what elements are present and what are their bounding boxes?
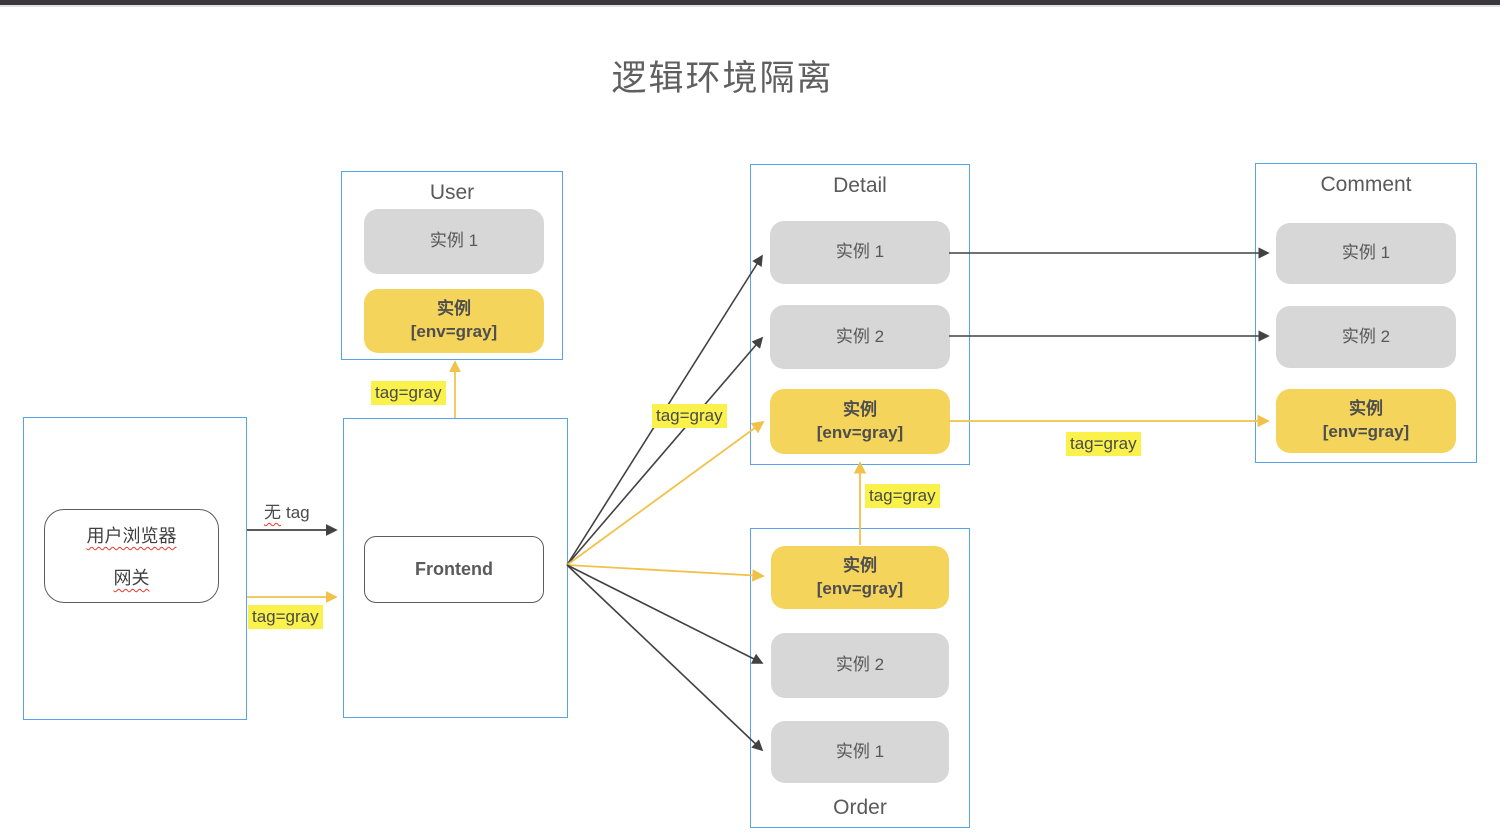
diagram-title: 逻辑环境隔离	[611, 59, 834, 98]
gateway-label-gateway: 网关	[113, 568, 150, 588]
frontend-node: Frontend	[364, 536, 544, 603]
instance-label: 实例 1	[835, 741, 885, 761]
service-group-order: 实例 [env=gray] 实例 2 实例 1 Order	[750, 528, 970, 828]
instance-label: 实例 1	[1341, 243, 1391, 263]
edge-label-tag-gray-detail: tag=gray	[652, 404, 727, 428]
instance-sublabel: [env=gray]	[816, 578, 904, 598]
instance-comment-1: 实例 1	[1276, 223, 1456, 284]
instance-label: 实例 2	[835, 655, 885, 675]
edge-frontend-detail-inst2	[566, 336, 764, 566]
gateway-group: 用户浏览器 网关	[23, 417, 247, 720]
edge-label-tag-gray-gateway: tag=gray	[248, 605, 323, 629]
instance-user-env-gray: 实例 [env=gray]	[364, 289, 544, 353]
instance-order-2: 实例 2	[771, 633, 949, 698]
instance-label: 实例 1	[429, 231, 479, 251]
instance-label: 实例	[437, 299, 471, 319]
instance-sublabel: [env=gray]	[816, 422, 904, 442]
service-group-comment: Comment 实例 1 实例 2 实例 [env=gray]	[1255, 163, 1477, 463]
edge-label-no-tag-en: tag	[286, 503, 310, 522]
edge-label-no-tag-zh: 无	[264, 503, 281, 522]
instance-detail-2: 实例 2	[770, 305, 950, 369]
window-top-edge	[0, 0, 1500, 7]
edge-frontend-order-gray	[566, 564, 765, 582]
instance-detail-1: 实例 1	[770, 221, 950, 284]
gateway-label-browser: 用户浏览器	[86, 526, 177, 546]
service-title-comment: Comment	[1320, 173, 1412, 196]
instance-order-1: 实例 1	[771, 721, 949, 783]
frontend-group: Frontend	[343, 418, 568, 718]
frontend-label: Frontend	[415, 559, 493, 579]
instance-label: 实例	[843, 399, 877, 419]
edge-label-tag-gray-order-detail: tag=gray	[865, 484, 940, 508]
instance-user-1: 实例 1	[364, 209, 544, 274]
instance-comment-env-gray: 实例 [env=gray]	[1276, 389, 1456, 453]
instance-label: 实例	[843, 555, 877, 575]
service-title-user: User	[429, 181, 475, 204]
edge-frontend-order-inst1	[566, 564, 764, 752]
edge-label-no-tag: 无 tag	[264, 498, 310, 523]
edge-frontend-order-inst2	[566, 564, 764, 664]
instance-label: 实例	[1349, 399, 1383, 419]
instance-sublabel: [env=gray]	[1322, 422, 1410, 441]
service-title-detail: Detail	[833, 174, 887, 197]
service-title-order: Order	[833, 796, 887, 819]
instance-comment-2: 实例 2	[1276, 306, 1456, 368]
service-group-user: User 实例 1 实例 [env=gray]	[341, 171, 563, 360]
service-group-detail: Detail 实例 1 实例 2 实例 [env=gray]	[750, 164, 970, 465]
edge-label-tag-gray-user: tag=gray	[371, 381, 446, 405]
instance-label: 实例 2	[1341, 326, 1391, 346]
instance-order-env-gray: 实例 [env=gray]	[771, 546, 949, 609]
gateway-node: 用户浏览器 网关	[44, 509, 219, 603]
instance-label: 实例 2	[835, 326, 885, 346]
edge-frontend-detail-gray	[566, 420, 765, 566]
instance-sublabel: [env=gray]	[410, 322, 498, 341]
instance-detail-env-gray: 实例 [env=gray]	[770, 389, 950, 454]
edge-label-tag-gray-comment: tag=gray	[1066, 432, 1141, 456]
instance-label: 实例 1	[835, 242, 885, 262]
